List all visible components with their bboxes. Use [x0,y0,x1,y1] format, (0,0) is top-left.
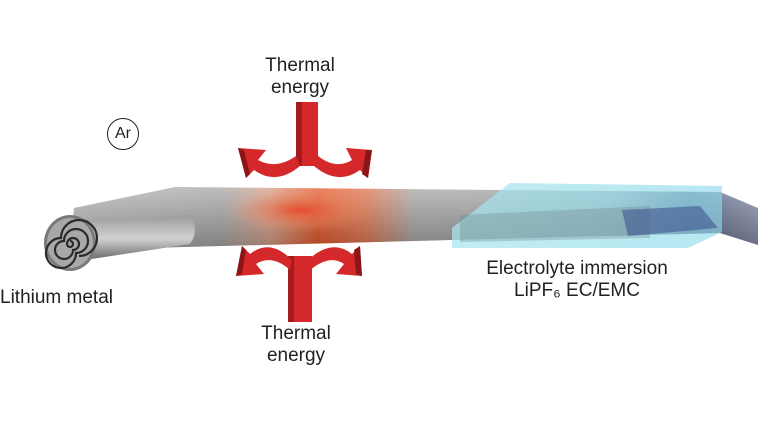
thermal-arrow-up-icon [236,246,362,322]
thermal-top-line-1: Thermal [265,55,335,76]
electrolyte-line-2: LiPF₆ EC/EMC [514,280,640,301]
lithium-metal-label: Lithium metal [0,287,113,308]
electrolyte-line-1: Electrolyte immersion [486,258,668,279]
thermal-bottom-line-2: energy [266,345,326,366]
thermal-bottom-line-1: Thermal [261,323,331,344]
thermal-energy-label-bottom: Thermal energy [231,323,361,367]
thermal-energy-label-top: Thermal energy [235,55,365,99]
thermal-arrow-down-icon [238,102,372,178]
electrolyte-immersion-label: Electrolyte immersion LiPF₆ EC/EMC [452,258,702,302]
lithium-roll-icon [44,215,195,271]
thermal-top-line-2: energy [270,77,330,98]
argon-badge: Ar [107,118,139,150]
electrolyte-bath [452,183,722,248]
